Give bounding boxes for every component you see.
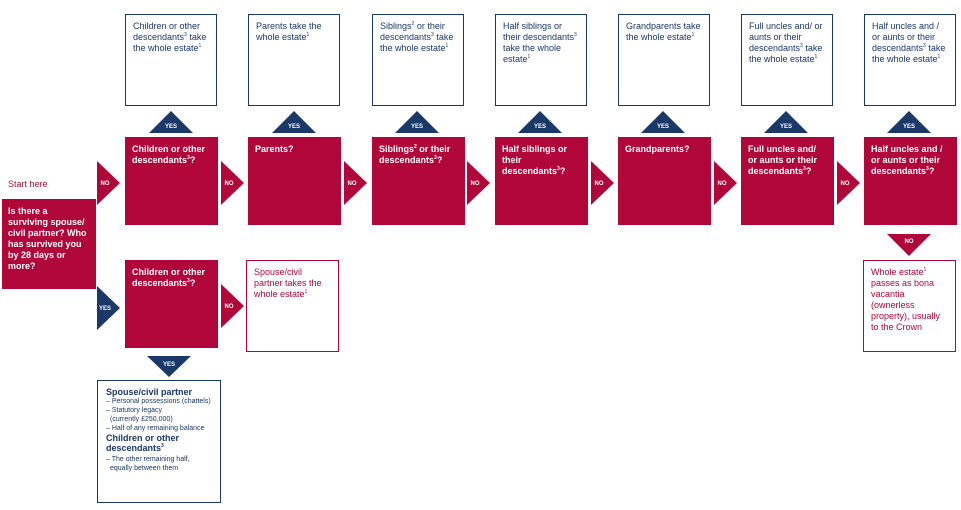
no-arrow-right-3: [344, 161, 367, 205]
question-box-4: Half siblings or their descendants3?: [495, 137, 588, 225]
no-arrow-right-2: [221, 161, 244, 205]
yes-arrow-start: [97, 286, 120, 330]
final-item: – Personal possessions (chattels): [106, 398, 211, 405]
no-arrow-right-4-label: NO: [471, 181, 480, 187]
outcome-box-1: Children or other descendants3 take the …: [125, 14, 217, 106]
yes-arrow-up-2-label: YES: [288, 124, 300, 130]
yes-arrow-up-3: [395, 111, 439, 133]
no-arrow-right-5-label: NO: [595, 181, 604, 187]
no-arrow-right-2-label: NO: [225, 181, 234, 187]
yes-arrow-up-4-label: YES: [534, 124, 546, 130]
yes-arrow-up-5-label: YES: [657, 124, 669, 130]
final-heading-children: Children or other descendants3: [106, 433, 180, 453]
final-item: – Statutory legacy: [106, 407, 163, 414]
spouse-and-children-distribution-box: Spouse/civil partner – Personal possessi…: [97, 380, 221, 503]
final-item: (currently £250,000): [110, 416, 173, 423]
start-question-box: Is there a surviving spouse/ civil partn…: [2, 199, 96, 289]
question-box-7: Half uncles and / or aunts or their desc…: [864, 137, 957, 225]
final-item: – Half of any remaining balance: [106, 425, 205, 432]
no-arrow-right-7-label: NO: [841, 181, 850, 187]
final-item: – The other remaining half,: [106, 456, 190, 463]
question-box-6: Full uncles and/ or aunts or their desce…: [741, 137, 834, 225]
yes-arrow-up-3-label: YES: [411, 124, 423, 130]
spouse-whole-estate-box: Spouse/civil partner takes the whole est…: [246, 260, 339, 352]
final-heading-spouse: Spouse/civil partner: [106, 387, 193, 397]
final-item: equally between them: [110, 465, 179, 472]
no-arrow-right-5: [591, 161, 614, 205]
no-arrow-right-6: [714, 161, 737, 205]
no-arrow-right-7: [837, 161, 860, 205]
question-box-3: Siblings2 or their descendants3?: [372, 137, 465, 225]
question-box-1: Children or other descendants3?: [125, 137, 218, 225]
no-arrow-right-1-label: NO: [101, 181, 110, 187]
yes-arrow-up-7: [887, 111, 931, 133]
outcome-box-4: Half siblings or their descendants3 take…: [495, 14, 587, 106]
start-here-label: Start here: [8, 179, 48, 189]
outcome-box-7: Half uncles and / or aunts or their desc…: [864, 14, 956, 106]
yes-arrow-start-label: YES: [99, 306, 111, 312]
yes-arrow-down-final-label: YES: [163, 362, 175, 368]
no-arrow-spouse-branch-label: NO: [225, 304, 234, 310]
yes-arrow-down-final: [147, 356, 191, 377]
no-arrow-right-3-label: NO: [348, 181, 357, 187]
yes-arrow-up-1-label: YES: [165, 124, 177, 130]
yes-arrow-up-6: [764, 111, 808, 133]
outcome-box-3: Siblings2 or their descendants3 take the…: [372, 14, 464, 106]
no-arrow-right-6-label: NO: [718, 181, 727, 187]
yes-arrow-up-1: [149, 111, 193, 133]
yes-arrow-up-4: [518, 111, 562, 133]
yes-arrow-up-6-label: YES: [780, 124, 792, 130]
question-box-5: Grandparents?: [618, 137, 711, 225]
no-arrow-right-4: [467, 161, 490, 205]
crown-outcome-box: Whole estate1 passes as bona vacantia (o…: [863, 260, 956, 352]
outcome-box-6: Full uncles and/ or aunts or their desce…: [741, 14, 833, 106]
question-box-2: Parents?: [248, 137, 341, 225]
no-arrow-down-crown-label: NO: [905, 239, 914, 245]
yes-arrow-up-7-label: YES: [903, 124, 915, 130]
outcome-box-5: Grandparents take the whole estate1: [618, 14, 710, 106]
yes-arrow-up-2: [272, 111, 316, 133]
no-arrow-spouse-branch: [221, 284, 244, 328]
outcome-box-2: Parents take the whole estate1: [248, 14, 340, 106]
yes-arrow-up-5: [641, 111, 685, 133]
spouse-branch-question-box: Children or other descendants3?: [125, 260, 218, 348]
no-arrow-down-crown: [887, 234, 931, 256]
no-arrow-right-1: [97, 161, 120, 205]
